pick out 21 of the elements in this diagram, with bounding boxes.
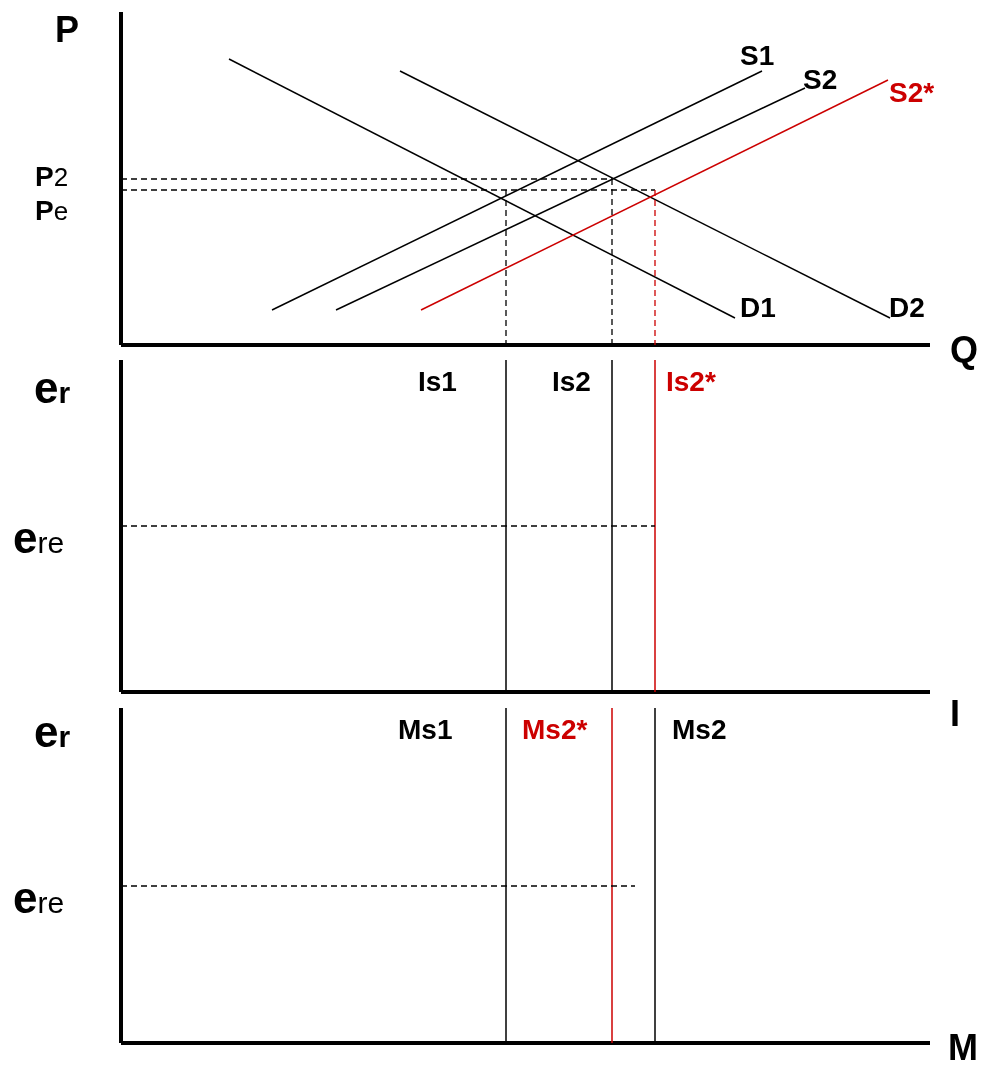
axis-label: er — [34, 710, 71, 754]
axis-label: I — [950, 696, 960, 732]
curve-label: Is2* — [666, 368, 716, 396]
axis-value: Pe — [35, 197, 69, 225]
axis-label: Q — [950, 332, 978, 368]
axis-label: er — [34, 366, 71, 410]
axis-label: P — [55, 12, 79, 48]
axis-value: P2 — [35, 163, 69, 191]
curve-label: D2 — [889, 294, 925, 322]
curve-label: Ms2 — [672, 716, 727, 744]
curve-label: Ms1 — [398, 716, 453, 744]
curve-label: Is2 — [552, 368, 591, 396]
axis-value: ere — [13, 516, 65, 560]
curve-label: S1 — [740, 42, 775, 70]
curve-label: S2* — [889, 79, 935, 107]
axis-value: ere — [13, 876, 65, 920]
curve-label: Ms2* — [522, 716, 588, 744]
curve-label: S2 — [803, 66, 838, 94]
curve-label: Is1 — [418, 368, 457, 396]
axis-label: M — [948, 1030, 978, 1066]
curve-label: D1 — [740, 294, 776, 322]
